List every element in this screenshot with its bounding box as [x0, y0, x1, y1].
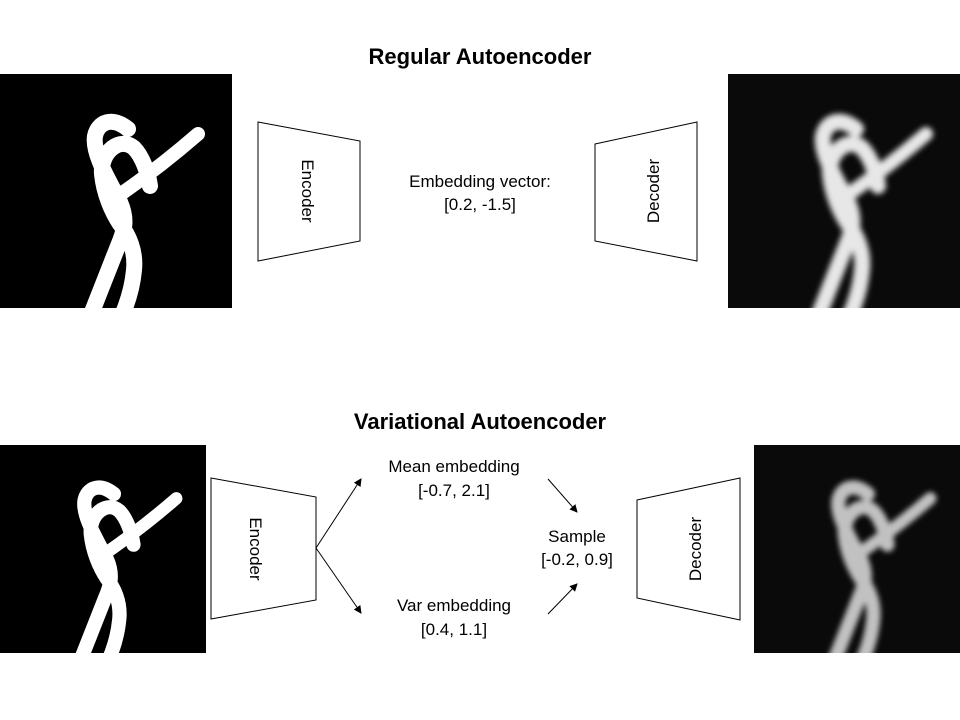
- regular-embedding-value: [0.2, -1.5]: [444, 195, 516, 214]
- variational-decoder-label: Decoder: [686, 517, 705, 582]
- arrow-var-to-sample: [547, 583, 578, 615]
- var-embedding-value: [0.4, 1.1]: [421, 620, 487, 639]
- regular-decoder-block: Decoder: [594, 121, 698, 262]
- regular-title: Regular Autoencoder: [369, 44, 592, 69]
- regular-embedding-label: Embedding vector:: [409, 172, 551, 191]
- arrow-encoder-to-var: [315, 547, 362, 614]
- arrow-mean-to-sample: [547, 478, 578, 513]
- sample-label: Sample: [548, 527, 606, 546]
- mean-embedding-value: [-0.7, 2.1]: [418, 481, 490, 500]
- arrow-encoder-to-mean: [315, 478, 362, 549]
- regular-decoder-label: Decoder: [644, 159, 663, 224]
- variational-decoder-block: Decoder: [636, 477, 741, 621]
- var-embedding-label: Var embedding: [397, 596, 511, 615]
- variational-encoder-label: Encoder: [246, 517, 265, 581]
- mean-embedding-label: Mean embedding: [388, 457, 519, 476]
- variational-output-image: [754, 445, 960, 680]
- variational-encoder-block: Encoder: [210, 477, 317, 620]
- regular-encoder-block: Encoder: [257, 121, 361, 262]
- regular-input-image: [0, 74, 232, 338]
- regular-encoder-label: Encoder: [298, 159, 317, 223]
- variational-title: Variational Autoencoder: [354, 409, 607, 434]
- variational-input-image: [0, 445, 206, 680]
- regular-output-image: [728, 74, 960, 338]
- sample-value: [-0.2, 0.9]: [541, 550, 613, 569]
